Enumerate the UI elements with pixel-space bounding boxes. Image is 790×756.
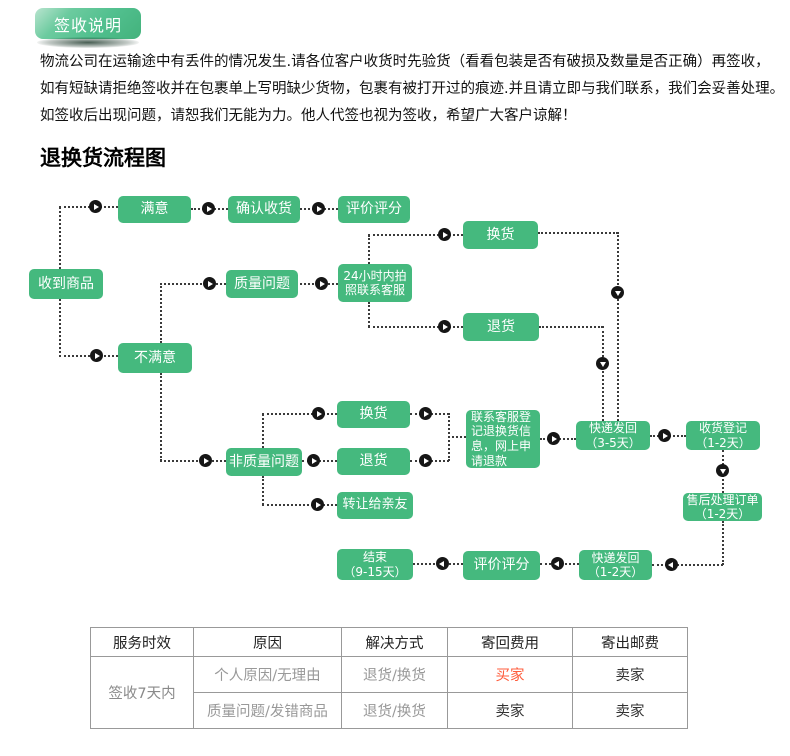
flow-node-photo-24h: 24小时内拍 照联系客服 [338,264,412,302]
table-header-row: 服务时效 原因 解决方式 寄回费用 寄出邮费 [90,627,688,657]
table-row: 质量问题/发错商品 退货/换货 卖家 卖家 [91,692,688,729]
flow-arrow-right-icon [203,277,216,290]
cell-solution: 退货/换货 [341,656,448,693]
connector-line [262,414,264,448]
flow-arrow-left-icon [551,557,564,570]
flow-arrow-right-icon [307,454,320,467]
flow-arrow-right-icon [202,202,215,215]
flow-node-receive-goods: 收到商品 [29,269,103,299]
flow-node-rate-top: 评价评分 [338,196,410,223]
sign-notice-paragraph: 物流公司在运输途中有丢件的情况发生.请各位客户收货时先验货（看看包装是否有破损及… [40,49,785,130]
flow-arrow-right-icon [312,407,325,420]
flow-arrow-right-icon [315,277,328,290]
flow-arrow-right-icon [658,429,671,442]
flow-node-confirm-receipt: 确认收货 [228,196,300,223]
col-header-service-time: 服务时效 [90,627,194,657]
flow-node-unsatisfied: 不满意 [118,343,192,373]
flow-node-rate-bottom: 评价评分 [463,551,540,580]
connector-line [262,413,337,415]
cell-solution: 退货/换货 [341,692,448,729]
connector-line [160,460,226,462]
connector-line [368,302,370,327]
connector-line [160,373,162,461]
flow-node-non-quality-issue: 非质量问题 [226,448,302,476]
cell-return-fee: 卖家 [447,692,573,729]
connector-line [539,326,603,328]
flow-arrow-right-icon [438,320,451,333]
connector-line [602,326,604,421]
flow-arrow-right-icon [419,454,432,467]
table-row: 签收7天内 个人原因/无理由 退货/换货 买家 卖家 [90,656,688,729]
cell-service-time: 签收7天内 [90,656,194,729]
flow-arrow-right-icon [438,228,451,241]
service-policy-table: 服务时效 原因 解决方式 寄回费用 寄出邮费 签收7天内 个人原因/无理由 退货… [90,627,688,729]
col-header-return-fee: 寄回费用 [447,627,573,657]
flow-node-return-mid: 退货 [337,448,410,475]
flow-arrow-down-icon [596,357,609,370]
connector-line [160,283,162,343]
connector-line [652,564,723,566]
connector-line [160,283,226,285]
flow-arrow-left-icon [665,558,678,571]
connector-line [448,436,466,438]
flow-arrow-right-icon [419,407,432,420]
badge-shadow-decoration [37,37,139,48]
cell-reason: 质量问题/发错商品 [193,692,342,729]
sign-notice-badge: 签收说明 [35,8,141,39]
flow-node-quality-issue: 质量问题 [226,270,298,298]
flow-node-contact-service: 联系客服登 记退换货信 息，网上申 请退款 [466,410,540,468]
connector-line [368,326,463,328]
connector-line [59,206,118,208]
cell-send-fee: 卖家 [572,656,688,693]
flow-arrow-right-icon [90,349,103,362]
cell-send-fee: 卖家 [572,692,688,729]
flow-node-end-9-15: 结束 （9-15天） [337,549,413,580]
flow-arrow-down-icon [716,464,729,477]
flow-node-exchange-top: 换货 [463,221,538,249]
connector-line [617,232,619,421]
flow-node-exchange-mid: 换货 [337,401,410,428]
flow-arrow-right-icon [89,200,102,213]
connector-line [59,299,61,357]
flow-node-return-top: 退货 [463,313,539,341]
flowchart-title: 退换货流程图 [40,146,166,170]
connector-line [59,207,61,269]
connector-line [59,355,118,357]
col-header-solution: 解决方式 [341,627,448,657]
connector-line [262,476,264,505]
flow-arrow-right-icon [311,498,324,511]
col-header-send-fee: 寄出邮费 [572,627,688,657]
connector-line [262,504,337,506]
flow-arrow-left-icon [436,557,449,570]
flow-node-aftersale-order: 售后处理订单 （1-2天） [683,493,762,521]
connector-line [722,521,724,565]
flow-node-courier-back-1-2: 快递发回 （1-2天） [579,550,652,580]
notice-line-3: 如签收后出现问题，请恕我们无能为力。他人代签也视为签收，希望广大客户谅解！ [40,108,577,124]
connector-line [368,235,370,264]
connector-line [368,234,463,236]
flow-node-receipt-register: 收货登记 （1-2天） [686,421,760,450]
flow-arrow-right-icon [547,432,560,445]
cell-reason: 个人原因/无理由 [193,656,342,693]
flow-node-transfer-friends: 转让给亲友 [337,492,413,519]
notice-line-1: 物流公司在运输途中有丢件的情况发生.请各位客户收货时先验货（看看包装是否有破损及… [40,54,770,70]
flow-arrow-right-icon [199,454,212,467]
connector-line [538,232,618,234]
flow-node-satisfied: 满意 [118,196,191,223]
notice-line-2: 如有短缺请拒绝签收并在包裹单上写明缺少货物，包裹有被打开过的痕迹.并且请立即与我… [40,81,785,97]
col-header-reason: 原因 [193,627,342,657]
cell-return-fee: 买家 [447,656,573,693]
flow-arrow-right-icon [312,202,325,215]
flow-arrow-down-icon [611,286,624,299]
flow-node-courier-back-3-5: 快递发回 （3-5天） [576,421,650,450]
